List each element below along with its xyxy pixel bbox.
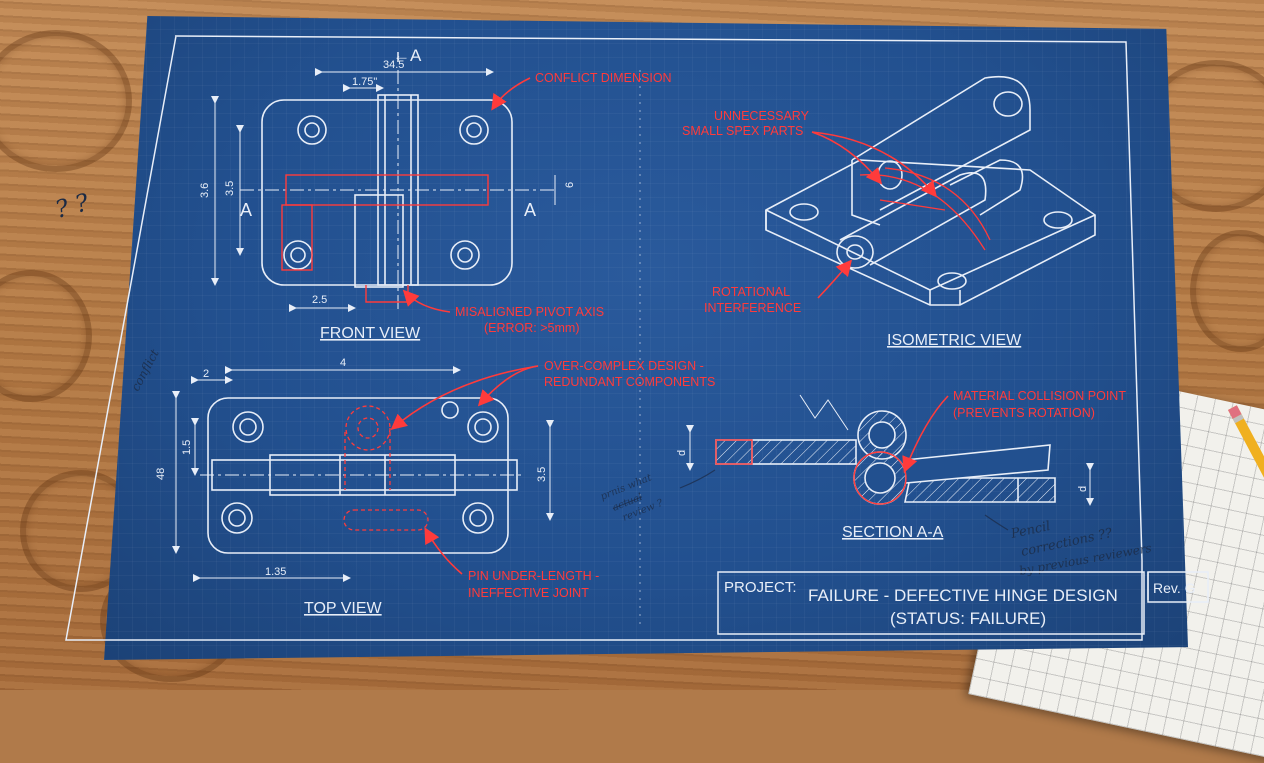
rotational-note-line2: INTERFERENCE xyxy=(704,301,801,315)
top-view xyxy=(172,366,554,582)
dim-3-5-front: 3.5 xyxy=(224,181,236,196)
pin-note-line1: PIN UNDER-LENGTH - xyxy=(468,569,599,583)
project-title-line2: (STATUS: FAILURE) xyxy=(890,609,1046,628)
dim-1-35: 1.35 xyxy=(265,566,286,578)
question-marks-note: ? ? xyxy=(52,188,92,224)
dim-d-right: d xyxy=(1077,486,1089,492)
front-view-label: FRONT VIEW xyxy=(320,325,421,342)
overcomplex-note-line2: REDUNDANT COMPONENTS xyxy=(544,375,715,389)
isometric-view xyxy=(765,76,1096,306)
unnecessary-note-line1: UNNECESSARY xyxy=(714,109,810,123)
unnecessary-note-line2: SMALL SPEX PARTS xyxy=(682,124,803,138)
dim-3-6: 3.6 xyxy=(199,183,211,198)
pencil-squiggle xyxy=(984,514,1009,531)
dim-2-5: 2.5 xyxy=(312,294,327,306)
section-view-label: SECTION A-A xyxy=(842,524,944,541)
drawing-border xyxy=(65,35,1143,641)
project-label: PROJECT: xyxy=(724,579,797,596)
isometric-view-label: ISOMETRIC VIEW xyxy=(887,332,1022,349)
top-view-error-outline xyxy=(343,405,429,531)
overcomplex-note-line1: OVER-COMPLEX DESIGN - xyxy=(544,359,704,373)
error-annotations: CONFLICT DIMENSION UNNECESSARY SMALL SPE… xyxy=(455,71,1126,600)
dim-48: 48 xyxy=(155,468,167,480)
section-right-label: A xyxy=(524,200,536,220)
misaligned-note-line2: (ERROR: >5mm) xyxy=(484,321,580,335)
dim-6: 6 xyxy=(564,182,576,188)
callout-arrows xyxy=(390,77,949,575)
pin-note-line2: INEFFECTIVE JOINT xyxy=(468,586,589,600)
dimension-labels: ←A A A 34.5 1.75" 3.6 3.5 6 2.5 2 4 1.5 … xyxy=(155,46,1089,578)
pencil-object xyxy=(1228,405,1264,508)
conflict-dimension-note: CONFLICT DIMENSION xyxy=(535,71,672,85)
coffee-stain xyxy=(1190,230,1264,352)
collision-note-line2: (PREVENTS ROTATION) xyxy=(953,406,1095,420)
view-labels: FRONT VIEW TOP VIEW ISOMETRIC VIEW SECTI… xyxy=(304,325,1022,617)
dim-2: 2 xyxy=(203,368,209,380)
dim-1-75: 1.75" xyxy=(352,76,377,88)
section-left-label: A xyxy=(240,200,252,220)
collision-note-line1: MATERIAL COLLISION POINT xyxy=(953,389,1126,403)
rotational-note-line1: ROTATIONAL xyxy=(712,285,790,299)
revision-label: Rev. G xyxy=(1153,580,1196,596)
blueprint-drawing: FRONT VIEW TOP VIEW ISOMETRIC VIEW SECTI… xyxy=(52,35,1264,641)
project-title-line1: FAILURE - DEFECTIVE HINGE DESIGN xyxy=(808,586,1118,605)
dim-1-5: 1.5 xyxy=(181,440,193,455)
dim-d-left: d xyxy=(676,450,688,456)
dim-34-5: 34.5 xyxy=(383,59,404,71)
pencil-corrections-line1: Pencil xyxy=(1009,519,1052,542)
section-arrow-label: ←A xyxy=(393,46,422,65)
conflict-pencil-note: conflict xyxy=(128,347,162,394)
coffee-stain xyxy=(0,270,92,402)
section-view xyxy=(686,394,1094,506)
front-view xyxy=(211,52,556,312)
dim-3-5-top: 3.5 xyxy=(536,467,548,482)
section-error-outline xyxy=(715,439,907,505)
misaligned-note-line1: MISALIGNED PIVOT AXIS xyxy=(455,305,604,319)
title-block: PROJECT: FAILURE - DEFECTIVE HINGE DESIG… xyxy=(717,571,1209,635)
coffee-stain xyxy=(0,30,132,172)
top-view-label: TOP VIEW xyxy=(304,600,383,617)
pencil-arrow xyxy=(679,469,716,489)
dim-4: 4 xyxy=(340,357,346,369)
